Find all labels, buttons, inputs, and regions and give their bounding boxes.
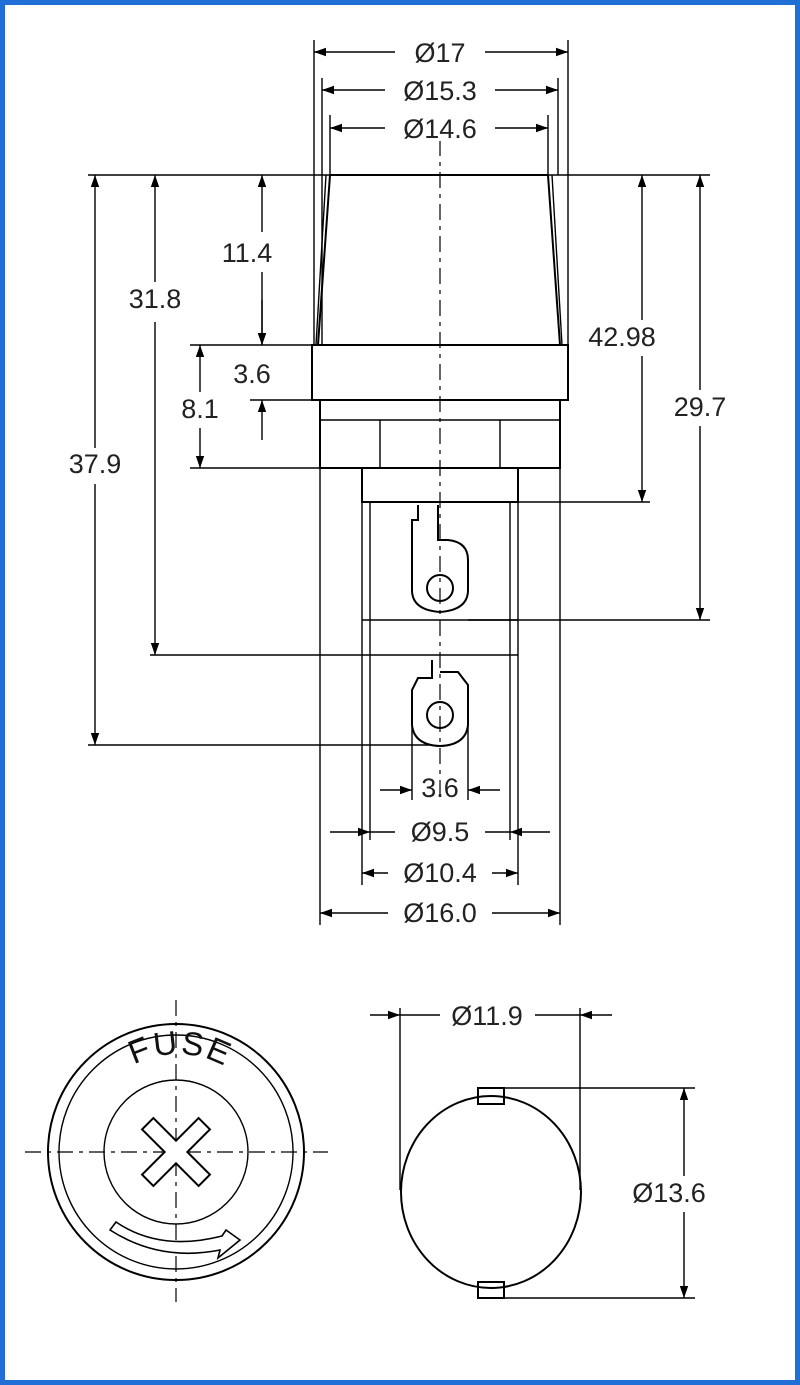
dim-11-4: 11.4: [222, 238, 273, 268]
front-view: FUSE: [25, 1000, 328, 1302]
dim-d11-9: Ø11.9: [451, 1001, 523, 1031]
dim-d13-6: Ø13.6: [632, 1178, 706, 1208]
dim-d17: Ø17: [414, 38, 465, 68]
dim-37-9: 37.9: [69, 449, 122, 479]
dim-3-6-bottom: 3.6: [421, 773, 459, 803]
dim-29-7: 29.7: [674, 392, 727, 422]
nut-view: Ø11.9 Ø13.6: [370, 1001, 712, 1299]
dim-42-98: 42.98: [588, 322, 656, 352]
dim-d10-4: Ø10.4: [403, 858, 477, 888]
dim-d9-5: Ø9.5: [411, 817, 470, 847]
rotation-arrow-icon: [108, 1220, 242, 1261]
cap-body: [317, 174, 561, 346]
cap-fuse-text: FUSE: [123, 1023, 238, 1073]
upper-terminal: [411, 505, 469, 614]
dim-3-6-left: 3.6: [233, 359, 271, 389]
dim-8-1: 8.1: [181, 394, 219, 424]
x-slot-icon: [140, 1116, 212, 1188]
dim-d16-0: Ø16.0: [403, 898, 477, 928]
dim-d15-3: Ø15.3: [403, 76, 477, 106]
side-view: Ø17 Ø15.3 Ø14.6 11.4 31.8 3.6 8.1 37.9 4…: [55, 35, 740, 928]
dim-d14-6: Ø14.6: [403, 114, 477, 144]
dim-31-8: 31.8: [129, 284, 182, 314]
